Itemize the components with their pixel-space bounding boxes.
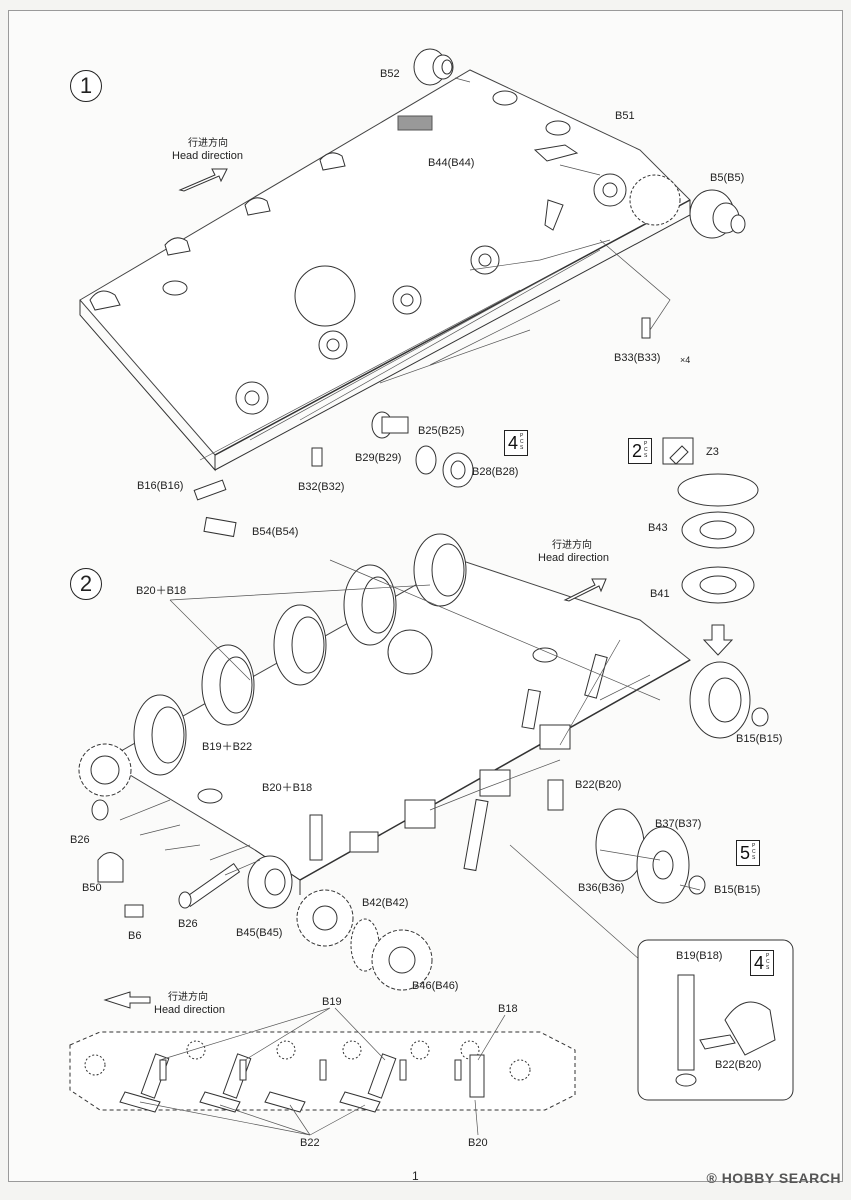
label-b15-right: B15(B15) [736, 733, 783, 745]
label-b33: B33(B33) [614, 352, 661, 364]
label-b45: B45(B45) [236, 927, 283, 939]
label-side-b19: B19 [322, 996, 342, 1008]
head-direction-en-3: Head direction [154, 1004, 225, 1016]
label-b22-b20: B22(B20) [575, 779, 622, 791]
label-b42: B42(B42) [362, 897, 409, 909]
step1-hull [79, 48, 746, 538]
label-b19-b22: B19＋B22 [202, 741, 253, 753]
label-b51: B51 [615, 110, 635, 122]
page-number: 1 [412, 1169, 419, 1183]
label-b26-left: B26 [70, 834, 90, 846]
hobby-search-watermark: ® HOBBY SEARCH [706, 1170, 841, 1186]
label-b50: B50 [82, 882, 102, 894]
side-view [69, 991, 576, 1136]
head-direction-en-1: Head direction [172, 150, 243, 162]
label-side-b20: B20 [468, 1137, 488, 1149]
label-b6: B6 [128, 930, 142, 942]
label-b5: B5(B5) [710, 172, 745, 184]
step-1-marker: 1 [70, 70, 102, 102]
head-direction-zh-2: 行进方向 [552, 540, 592, 551]
label-b15-lower: B15(B15) [714, 884, 761, 896]
label-b41: B41 [650, 588, 670, 600]
label-b43: B43 [648, 522, 668, 534]
glue-icon [662, 437, 694, 465]
label-b20-b18-mid: B20＋B18 [262, 782, 313, 794]
label-b36: B36(B36) [578, 882, 625, 894]
label-b16: B16(B16) [137, 480, 184, 492]
label-b28: B28(B28) [472, 466, 519, 478]
label-side-b18: B18 [498, 1003, 518, 1015]
head-direction-en-2: Head direction [538, 552, 609, 564]
label-b29: B29(B29) [355, 452, 402, 464]
label-b52: B52 [380, 68, 400, 80]
label-x4: ×4 [680, 355, 691, 365]
label-b26-right: B26 [178, 918, 198, 930]
detail-box [637, 939, 794, 1101]
head-direction-zh-3: 行进方向 [168, 992, 208, 1003]
label-b46: B46(B46) [412, 980, 459, 992]
label-side-b22: B22 [300, 1137, 320, 1149]
label-b54: B54(B54) [252, 526, 299, 538]
label-detail-b22-b20: B22(B20) [715, 1059, 762, 1071]
label-detail-b19-b18: B19(B18) [676, 950, 723, 962]
label-b25: B25(B25) [418, 425, 465, 437]
label-b37: B37(B37) [655, 818, 702, 830]
step-2-marker: 2 [70, 568, 102, 600]
label-b32: B32(B32) [298, 481, 345, 493]
step2-hull [78, 473, 769, 991]
head-direction-zh-1: 行进方向 [188, 138, 228, 149]
label-z3: Z3 [706, 446, 719, 458]
label-b20-b18-top: B20＋B18 [136, 585, 187, 597]
label-b44: B44(B44) [428, 157, 475, 169]
